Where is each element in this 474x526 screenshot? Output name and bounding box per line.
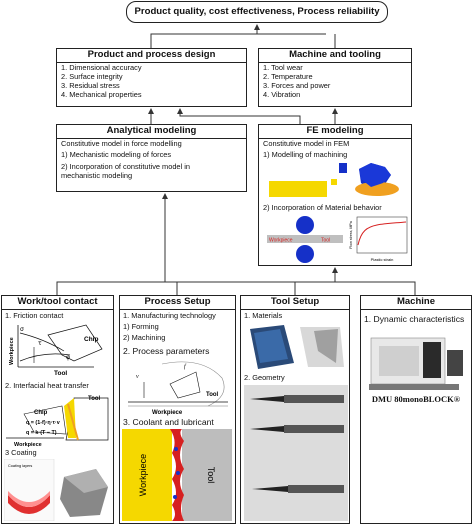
arrow-design-to-top bbox=[150, 33, 326, 48]
arrow-bottom-bus bbox=[56, 281, 416, 295]
product-design-item-4: 4. Mechanical properties bbox=[61, 90, 142, 99]
work-tool-item-1: 1. Friction contact bbox=[5, 311, 64, 320]
heat-eq-2: q = k·(T − T) bbox=[26, 430, 57, 436]
fe-flow-stress-plot: Plastic strain Flow stress, MPa bbox=[349, 216, 408, 262]
outcome-title: Product quality, cost effectiveness, Pro… bbox=[134, 6, 380, 17]
process-tool-label: Tool bbox=[206, 392, 219, 398]
friction-phi-label: φ bbox=[66, 354, 70, 361]
process-item-1a: 1) Forming bbox=[123, 322, 159, 331]
machine-tooling-title: Machine and tooling bbox=[259, 49, 411, 63]
friction-chip-label: Chip bbox=[84, 336, 98, 343]
machine-image bbox=[369, 337, 463, 390]
tool-item-2: 2. Geometry bbox=[244, 373, 285, 382]
fe-plot-ylabel: Flow stress, MPa bbox=[349, 221, 353, 249]
coolant-workpiece-label: Workpiece bbox=[138, 454, 148, 496]
analytical-line-2: 1) Mechanistic modeling of forces bbox=[61, 150, 172, 159]
process-item-1: 1. Manufacturing technology bbox=[123, 311, 216, 320]
heat-tool-label: Tool bbox=[88, 396, 101, 402]
tool-setup-box: Tool Setup 1. Materials 2. Geometry bbox=[240, 295, 350, 524]
work-tool-title: Work/tool contact bbox=[2, 296, 113, 310]
process-workpiece-label: Workpiece bbox=[152, 410, 183, 416]
fe-line-1: Constitutive model in FEM bbox=[263, 139, 350, 148]
fe-line-2: 1) Modelling of machining bbox=[263, 150, 348, 159]
analytical-line-1: Constitutive model in force modelling bbox=[61, 139, 182, 148]
fe-roll-label-1: Workpiece bbox=[269, 238, 293, 244]
product-design-item-1: 1. Dimensional accuracy bbox=[61, 63, 142, 72]
machine-box: Machine 1. Dynamic characteristics DMU 8… bbox=[360, 295, 472, 524]
machine-title: Machine bbox=[361, 296, 471, 310]
analytical-modeling-title: Analytical modeling bbox=[57, 125, 246, 139]
tool-item-1: 1. Materials bbox=[244, 311, 283, 320]
work-tool-item-2: 2. Interfacial heat transfer bbox=[5, 381, 89, 390]
product-design-item-2: 2. Surface integrity bbox=[61, 72, 123, 81]
analytical-line-4: mechanistic modeling bbox=[61, 171, 133, 180]
fe-modeling-box: FE modeling Constitutive model in FEM 1)… bbox=[258, 124, 412, 266]
coolant-tool-label: Tool bbox=[206, 467, 216, 484]
machine-tooling-item-4: 4. Vibration bbox=[263, 90, 301, 99]
heat-eq-1: q = (1-f)·η·τ·v bbox=[26, 420, 60, 426]
fe-roll-label-2: Tool bbox=[321, 238, 330, 244]
product-design-item-3: 3. Residual stress bbox=[61, 81, 120, 90]
friction-tool-label: Tool bbox=[54, 370, 67, 377]
product-design-title: Product and process design bbox=[57, 49, 246, 63]
analytical-line-3: 2) Incorporation of constitutive model i… bbox=[61, 162, 190, 171]
arrow-fe-to-design bbox=[177, 108, 301, 124]
machine-tooling-item-3: 3. Forces and power bbox=[263, 81, 331, 90]
process-setup-title: Process Setup bbox=[120, 296, 235, 310]
outcome-banner: Product quality, cost effectiveness, Pro… bbox=[126, 1, 388, 23]
product-design-box: Product and process design 1. Dimensiona… bbox=[56, 48, 247, 107]
friction-sigma-label: σ bbox=[20, 326, 24, 333]
machine-tooling-item-1: 1. Tool wear bbox=[263, 63, 303, 72]
machine-tooling-item-2: 2. Temperature bbox=[263, 72, 313, 81]
work-tool-item-3: 3 Coating bbox=[5, 448, 37, 457]
process-item-2: 2. Process parameters bbox=[123, 346, 210, 356]
fe-plot-xlabel: Plastic strain bbox=[371, 257, 394, 262]
fe-line-3: 2) Incorporation of Material behavior bbox=[263, 203, 382, 212]
process-parameters-diagram: v f Tool Workpiece bbox=[128, 361, 228, 416]
fe-machining-simulation-image bbox=[269, 163, 399, 197]
heat-transfer-diagram: Tool Chip q = (1-f)·η·τ·v q = k·(T − T) … bbox=[6, 396, 109, 448]
machine-model-label: DMU 80monoBLOCK® bbox=[371, 394, 461, 404]
coating-layers-label: Coating layers bbox=[8, 464, 32, 468]
heat-chip-label: Chip bbox=[34, 410, 48, 416]
friction-workpiece-label: Workpiece bbox=[9, 337, 15, 365]
process-item-3: 3. Coolant and lubricant bbox=[123, 417, 214, 427]
fe-modeling-title: FE modeling bbox=[259, 125, 411, 139]
tool-geometry-image bbox=[244, 385, 348, 521]
heat-workpiece-label: Workpiece bbox=[14, 442, 42, 448]
analytical-modeling-box: Analytical modeling Constitutive model i… bbox=[56, 124, 247, 192]
fe-rolling-image: Workpiece Tool bbox=[267, 216, 343, 263]
tool-materials-image bbox=[250, 325, 344, 369]
coating-image: Coating layers bbox=[4, 459, 108, 521]
machine-item-1: 1. Dynamic characteristics bbox=[364, 314, 465, 324]
process-item-1b: 2) Machining bbox=[123, 333, 166, 342]
process-setup-box: Process Setup 1. Manufacturing technolog… bbox=[119, 295, 236, 524]
process-fz-label: f bbox=[184, 363, 187, 370]
machine-tooling-box: Machine and tooling 1. Tool wear 2. Temp… bbox=[258, 48, 412, 107]
friction-tau-label: τ bbox=[38, 340, 42, 347]
friction-contact-diagram: Chip Tool Workpiece σ τ φ bbox=[9, 324, 103, 377]
coolant-image: Workpiece Tool bbox=[122, 429, 232, 521]
process-vc-label: v bbox=[136, 374, 139, 380]
tool-setup-title: Tool Setup bbox=[241, 296, 349, 310]
work-tool-contact-box: Work/tool contact 1. Friction contact Ch… bbox=[1, 295, 114, 524]
